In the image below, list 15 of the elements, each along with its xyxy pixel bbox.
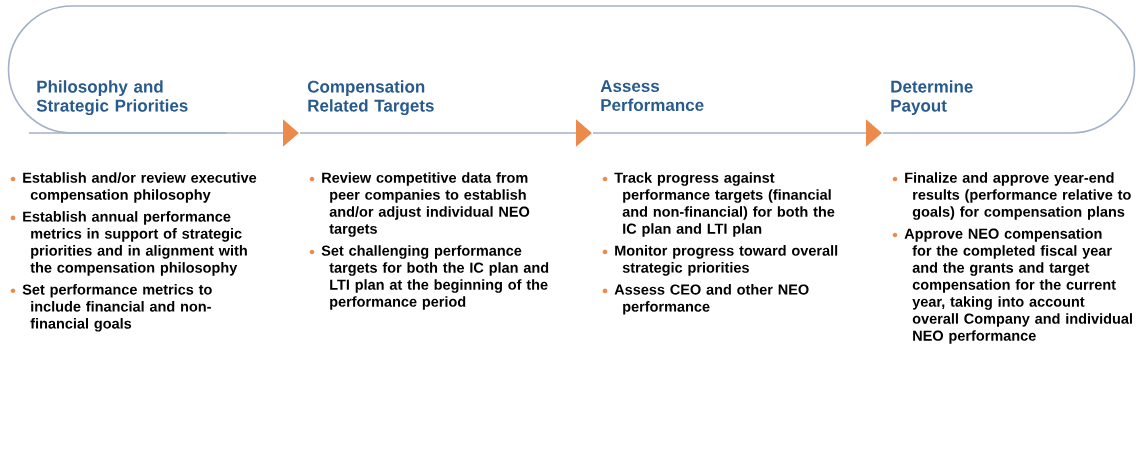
loop-line <box>7 5 1136 134</box>
bullet-item: Set performance metrics to include financial and non-financial goals <box>22 284 212 332</box>
stage-heading: Compensation Related Targets <box>307 80 434 116</box>
bullet-item: Set challenging performance targets for both the IC plan and LTI plan at the beginning of the performance period <box>321 245 549 310</box>
stage-heading: Determine Payout <box>891 80 973 116</box>
bullet-item: Monitor progress toward overall strategic priorities <box>615 245 838 276</box>
bullet-item: Approve NEO compensation for the completed fiscal year and the grants and target compensation for the current year, taking into account overall Company and individual NEO performance <box>904 228 1132 344</box>
bullet-item: Establish annual performance metrics in support of strategic priorities and in alignment with the compensation philosophy <box>23 211 247 276</box>
stage-heading: Assess Performance <box>600 80 704 112</box>
bullet-item: Track progress against performance targets (financial and non-financial) for both the IC plan and LTI plan <box>614 172 835 237</box>
bullet-item: Finalize and approve year-end results (performance relative to goals) for compensation plans <box>905 172 1131 220</box>
stage-heading: Philosophy and Strategic Priorities <box>36 80 188 116</box>
bullet-item: Establish and/or review executive compensation philosophy <box>23 172 257 203</box>
bullet-item: Review competitive data from peer companies to establish and/or adjust individual NEO targets <box>322 172 530 237</box>
bullet-item: Assess CEO and other NEO performance <box>614 284 809 315</box>
